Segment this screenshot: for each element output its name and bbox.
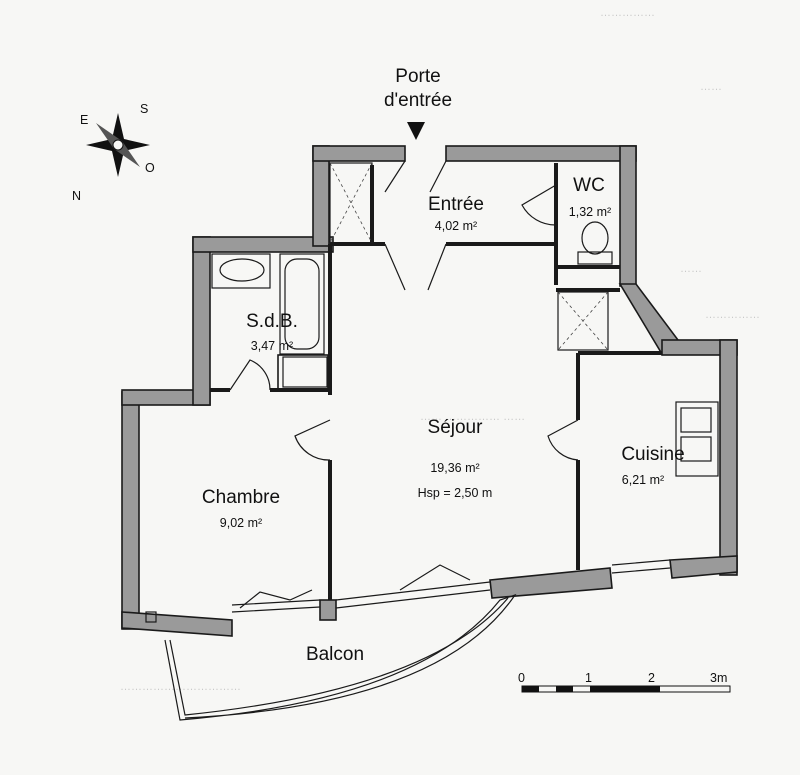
- interior-walls: [210, 163, 662, 600]
- compass-label-o: O: [145, 161, 155, 175]
- room-name-cuisine: Cuisine: [621, 444, 684, 465]
- svg-text:……………: ……………: [705, 309, 760, 321]
- room-area-sdb: 3,47 m²: [251, 339, 293, 353]
- entrance-arrow-icon: [407, 122, 425, 140]
- balcony-outline: [164, 593, 517, 721]
- svg-text:……: ……: [680, 263, 702, 275]
- entrance-label-line1: Porte: [395, 66, 440, 87]
- room-area-sejour: 19,36 m²: [430, 461, 479, 475]
- room-area-entree: 4,02 m²: [435, 219, 477, 233]
- cupboard-icon: [557, 291, 609, 351]
- compass-label-n: N: [72, 189, 81, 203]
- walls: [121, 145, 738, 637]
- washbasin-icon: [211, 253, 271, 289]
- room-name-sdb: S.d.B.: [246, 311, 298, 332]
- bleed-through: …………… …… …… …………… …… …………… …… ……………………………: [120, 7, 760, 693]
- scale-tick-0: 0: [518, 671, 525, 685]
- scale-tick-3: 3m: [710, 671, 727, 685]
- closet-icon: [329, 162, 373, 244]
- fixtures: [145, 162, 719, 623]
- entrance-label-line2: d'entrée: [384, 90, 452, 111]
- svg-text:……………………………: ……………………………: [120, 681, 241, 693]
- room-name-sejour: Séjour: [428, 417, 484, 438]
- bathtub-icon: [279, 253, 325, 355]
- room-name-wc: WC: [573, 175, 605, 196]
- sink-icon: [675, 401, 719, 477]
- room-area-wc: 1,32 m²: [569, 205, 611, 219]
- svg-text:……: ……: [700, 81, 722, 93]
- compass-label-s: S: [140, 102, 148, 116]
- room-name-entree: Entrée: [428, 194, 484, 215]
- svg-text:……………: ……………: [600, 7, 655, 19]
- svg-text:…… …………… ……: …… …………… ……: [420, 411, 525, 423]
- scale-bar: [521, 685, 731, 693]
- room-area-cuisine: 6,21 m²: [622, 473, 664, 487]
- compass-icon: [86, 113, 150, 177]
- compass-label-e: E: [80, 113, 88, 127]
- room-height-sejour: Hsp = 2,50 m: [418, 486, 493, 500]
- scale-tick-2: 2: [648, 671, 655, 685]
- room-name-balcon: Balcon: [306, 644, 364, 665]
- room-area-chambre: 9,02 m²: [220, 516, 262, 530]
- toilet-icon: [577, 221, 613, 265]
- doors: [229, 160, 671, 613]
- scale-tick-1: 1: [585, 671, 592, 685]
- room-name-chambre: Chambre: [202, 487, 280, 508]
